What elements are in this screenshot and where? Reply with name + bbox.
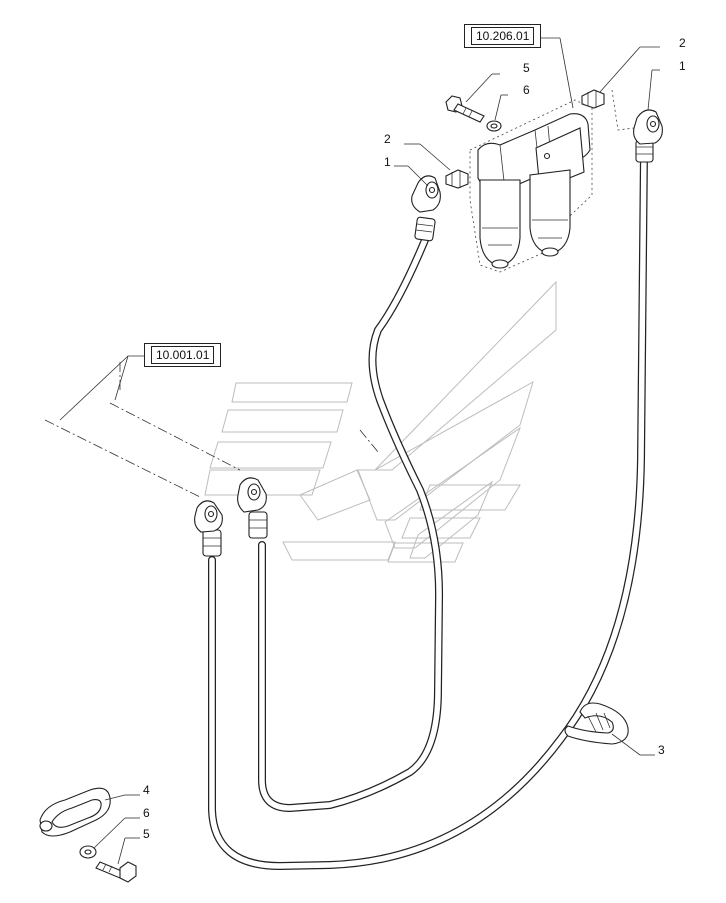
bolt-bottom: [95, 861, 137, 883]
callout-5-bottom: 5: [143, 827, 150, 841]
mounting-bracket: [39, 787, 111, 837]
banjo-elbow-top-right: [633, 109, 663, 145]
banjo-elbow-mid-left: [194, 500, 223, 533]
callout-2-mid: 2: [384, 132, 391, 146]
callout-6-bottom: 6: [143, 806, 150, 820]
callout-4: 4: [143, 783, 150, 797]
hose-long-right: [208, 148, 648, 870]
callout-5-top: 5: [523, 61, 530, 75]
hose-ferrule-mid-right: [248, 511, 268, 539]
callout-leaders: [93, 37, 660, 865]
hidden-line-top-right: [611, 89, 635, 131]
ref-label-10-001-01: 10.001.01: [151, 346, 215, 364]
watermark-logo: [204, 280, 557, 563]
adapter-fitting-mid: [445, 169, 469, 189]
hose-clamp: [564, 702, 629, 745]
bolt-top: [445, 95, 485, 123]
ref-label-10-206-01: 10.206.01: [471, 27, 535, 45]
fuel-filter-assembly: [469, 99, 593, 273]
hose-ferrule-top-right: [635, 139, 654, 163]
hose-ferrule-top-left: [414, 216, 436, 242]
banjo-elbow-mid-right: [237, 477, 267, 513]
ref-box-10-001-01[interactable]: 10.001.01: [144, 343, 222, 367]
callout-1-mid: 1: [384, 155, 391, 169]
callout-3: 3: [658, 743, 665, 757]
centerline-right: [109, 402, 241, 471]
centerline-left: [44, 419, 201, 498]
adapter-fitting-top: [581, 89, 605, 109]
washer-top: [486, 120, 502, 132]
hose-ferrule-mid-left: [202, 529, 222, 557]
washer-bottom: [79, 845, 97, 859]
ref-box-10-206-01[interactable]: 10.206.01: [464, 24, 542, 48]
centerline-mid: [359, 429, 379, 453]
callout-2-top: 2: [679, 36, 686, 50]
callout-1-top: 1: [679, 59, 686, 73]
banjo-elbow-top-left: [411, 175, 441, 213]
callout-6-top: 6: [523, 83, 530, 97]
hose-long-left: [258, 236, 444, 812]
